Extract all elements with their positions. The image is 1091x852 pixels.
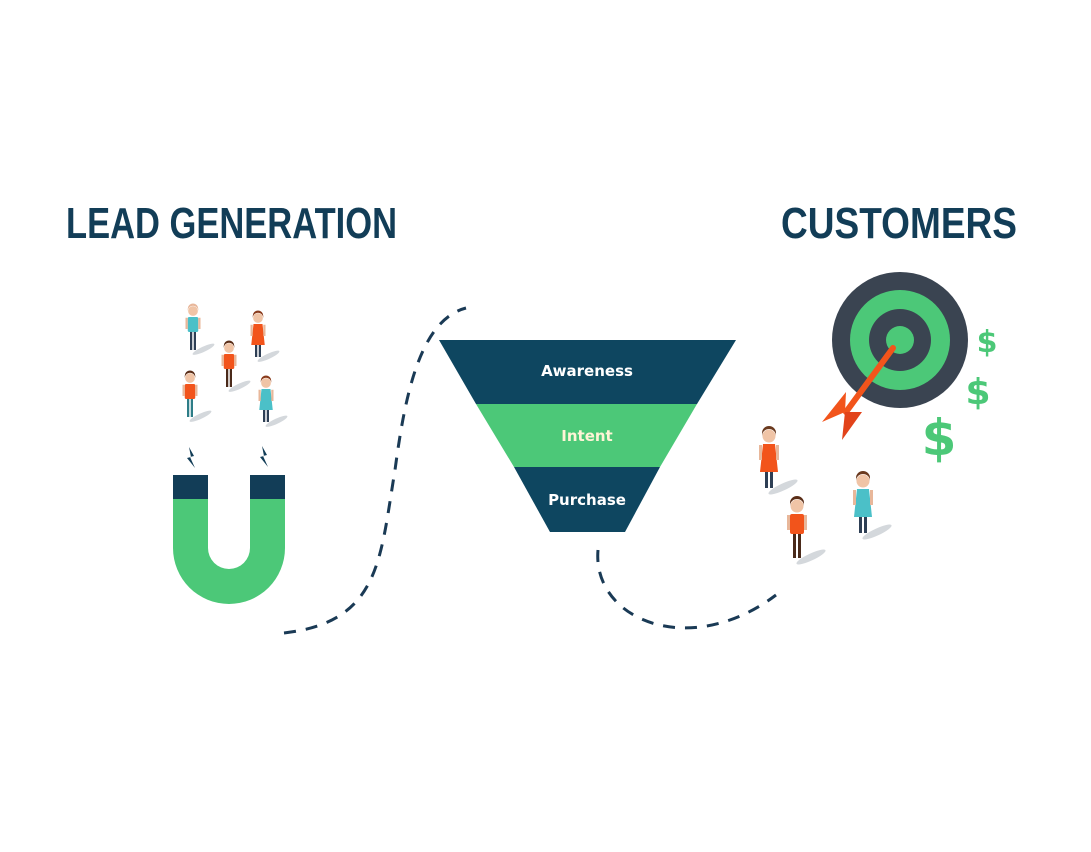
lead-generation-heading: LEAD GENERATION [66, 199, 397, 248]
person-icon [258, 375, 288, 427]
lightning-icon [260, 446, 268, 467]
people-group [182, 303, 892, 565]
person-icon [221, 340, 251, 392]
person-icon [759, 426, 798, 495]
dashed-path-right [596, 549, 777, 630]
person-icon [182, 370, 212, 422]
funnel-stage-intent [476, 404, 697, 467]
magnet-icon [173, 446, 285, 604]
customers-heading: CUSTOMERS [781, 199, 1017, 248]
person-icon [185, 303, 215, 355]
dashed-path-left [283, 306, 467, 635]
dollar-sign-icon: $ [965, 372, 990, 413]
person-icon [250, 310, 280, 362]
lightning-icon [187, 447, 195, 468]
target-icon [832, 272, 968, 408]
dart-icon [822, 345, 896, 440]
sales-funnel: Awareness Intent Purchase [439, 340, 736, 532]
funnel-stage-purchase [514, 467, 660, 532]
person-icon [853, 471, 892, 540]
person-icon [787, 496, 826, 565]
dollar-sign-icon: $ [977, 325, 998, 360]
funnel-stage-awareness [439, 340, 736, 404]
funnel-label-purchase: Purchase [548, 491, 626, 509]
funnel-label-awareness: Awareness [541, 362, 633, 380]
funnel-label-intent: Intent [561, 427, 612, 445]
dollar-sign-icon: $ [922, 409, 957, 467]
